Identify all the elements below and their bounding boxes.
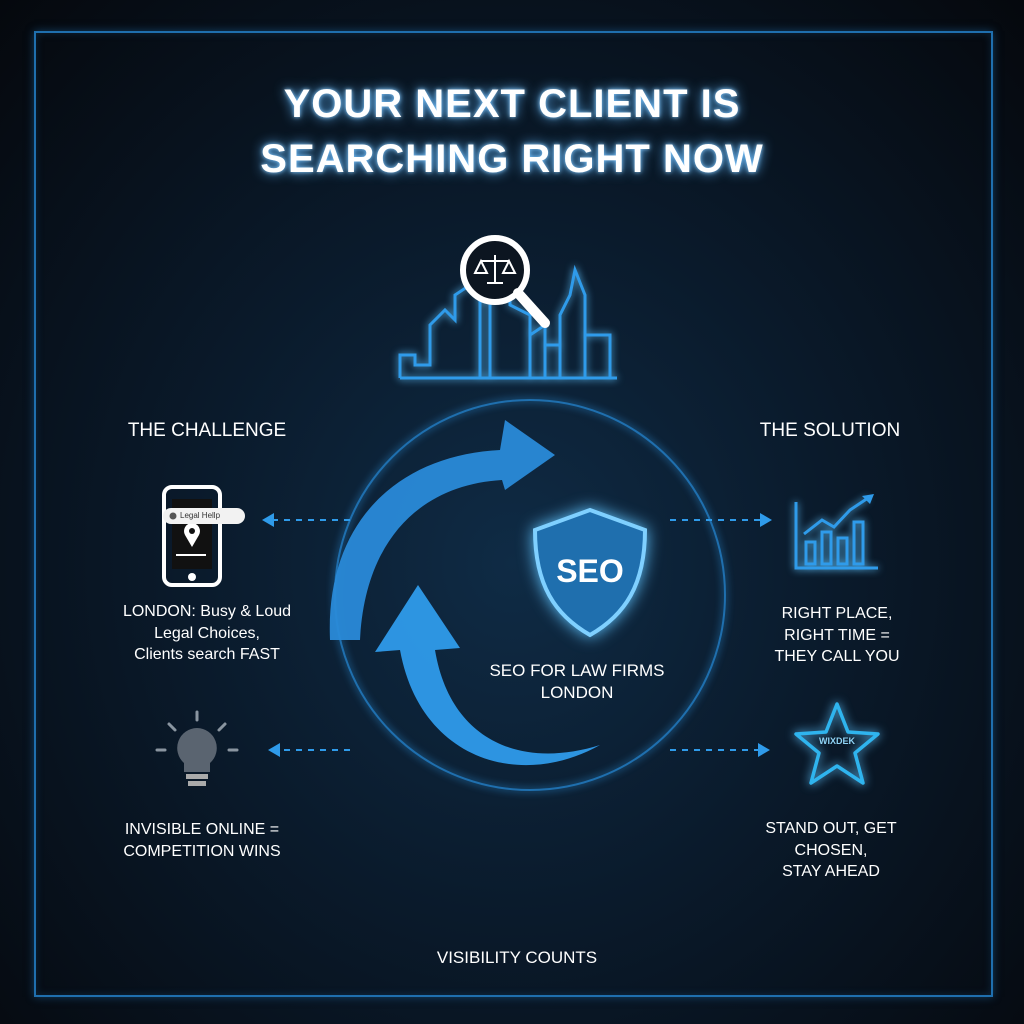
text-line: STAY AHEAD	[782, 863, 880, 880]
text-line: LONDON: Busy & Loud	[122, 603, 292, 620]
star-label: WIXDEK	[819, 736, 855, 746]
text-line: RIGHT TIME =	[784, 626, 890, 644]
solution-item-2: STAND OUT, GET CHOSEN, STAY AHEAD	[691, 818, 971, 883]
phone-search-text: Legal Hellp	[180, 511, 221, 520]
text-line: STAND OUT, GET	[765, 820, 897, 837]
frame-border	[34, 31, 993, 997]
text-line: RIGHT PLACE,	[781, 605, 893, 622]
lightbulb-icon	[155, 710, 239, 786]
dashed-arrow-right-top	[670, 513, 772, 527]
text-line: THEY CALL YOU	[774, 648, 900, 665]
solution-heading: THE SOLUTION	[759, 420, 901, 441]
solution-item-1: RIGHT PLACE, RIGHT TIME = THEY CALL YOU	[697, 603, 977, 668]
title-line-2: SEARCHING RIGHT NOW	[260, 137, 764, 181]
challenge-item-1: LONDON: Busy & Loud Legal Choices, Clien…	[67, 601, 347, 666]
growth-chart-icon	[794, 494, 878, 570]
smartphone-icon	[162, 485, 245, 587]
location-pin-icon	[184, 523, 200, 547]
star-icon	[794, 702, 880, 785]
text-line: Legal Choices,	[154, 624, 260, 642]
center-caption: SEO FOR LAW FIRMS LONDON	[437, 660, 717, 703]
center-caption-line: SEO FOR LAW FIRMS	[489, 661, 665, 680]
footer-tagline: VISIBILITY COUNTS	[436, 948, 598, 967]
dashed-arrow-right-bottom	[670, 743, 770, 757]
shield-icon	[532, 507, 648, 638]
text-line: Clients search FAST	[134, 646, 280, 663]
shield-label: SEO	[556, 553, 624, 589]
dashed-arrow-left-bottom	[268, 743, 350, 757]
scales-of-justice-icon	[473, 255, 517, 284]
challenge-heading: THE CHALLENGE	[127, 420, 287, 441]
cycle-arrow-top	[329, 420, 555, 640]
cycle-arrow-bottom	[375, 585, 600, 766]
city-skyline-magnifier-icon	[398, 235, 617, 380]
challenge-item-2: INVISIBLE ONLINE = COMPETITION WINS	[62, 819, 342, 862]
dashed-arrow-left-top	[262, 513, 350, 527]
center-caption-line: LONDON	[540, 682, 614, 702]
text-line: INVISIBLE ONLINE =	[124, 821, 280, 838]
title-line-1: YOUR NEXT CLIENT IS	[283, 82, 741, 126]
text-line: COMPETITION WINS	[123, 842, 281, 860]
text-line: CHOSEN,	[794, 841, 868, 859]
